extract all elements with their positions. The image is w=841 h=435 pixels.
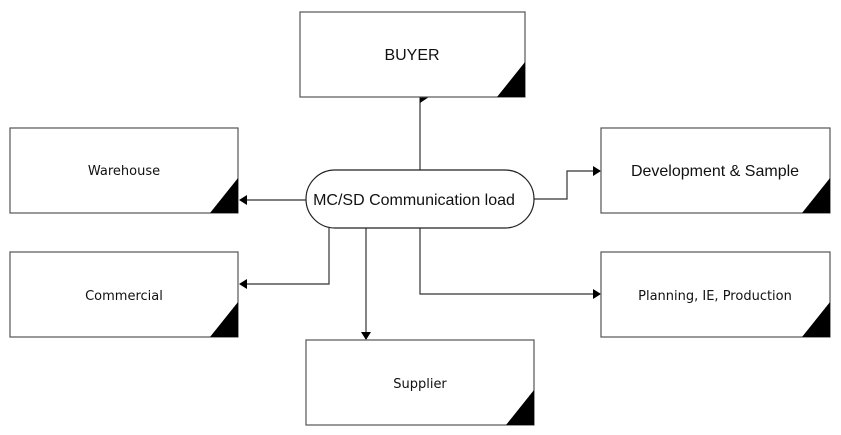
node-label: Supplier bbox=[393, 377, 447, 392]
edge-center-to-commercial bbox=[239, 228, 330, 289]
center-label: MC/SD Communication load bbox=[313, 192, 515, 209]
arrowhead-icon bbox=[593, 166, 601, 176]
edge-center-to-buyer bbox=[419, 91, 429, 170]
corner-marker-icon bbox=[210, 178, 238, 213]
corner-marker-icon bbox=[210, 302, 238, 337]
arrowhead-icon bbox=[239, 195, 247, 205]
node-label: Planning, IE, Production bbox=[638, 289, 792, 304]
corner-marker-icon bbox=[497, 62, 525, 97]
node-label: Warehouse bbox=[88, 164, 160, 179]
arrowhead-icon bbox=[361, 332, 371, 340]
node-label: Commercial bbox=[85, 289, 163, 304]
node-center[interactable]: MC/SD Communication load bbox=[305, 169, 535, 229]
edge-center-to-warehouse bbox=[239, 195, 306, 205]
node-supplier[interactable]: Supplier bbox=[305, 339, 535, 426]
node-planning[interactable]: Planning, IE, Production bbox=[600, 251, 831, 338]
node-commercial[interactable]: Commercial bbox=[9, 251, 239, 338]
node-warehouse[interactable]: Warehouse bbox=[9, 127, 239, 214]
edge-center-to-development bbox=[534, 166, 601, 200]
arrowhead-icon bbox=[593, 289, 601, 299]
node-buyer[interactable]: BUYER bbox=[299, 11, 526, 98]
node-label: Development & Sample bbox=[631, 163, 799, 180]
node-development[interactable]: Development & Sample bbox=[600, 127, 831, 214]
node-label: BUYER bbox=[384, 47, 439, 64]
edge-center-to-supplier bbox=[361, 228, 371, 340]
corner-marker-icon bbox=[802, 302, 830, 337]
edge-center-to-planning bbox=[419, 228, 601, 299]
corner-marker-icon bbox=[506, 390, 534, 425]
connectors bbox=[239, 91, 601, 340]
corner-marker-icon bbox=[802, 178, 830, 213]
arrowhead-icon bbox=[239, 279, 247, 289]
